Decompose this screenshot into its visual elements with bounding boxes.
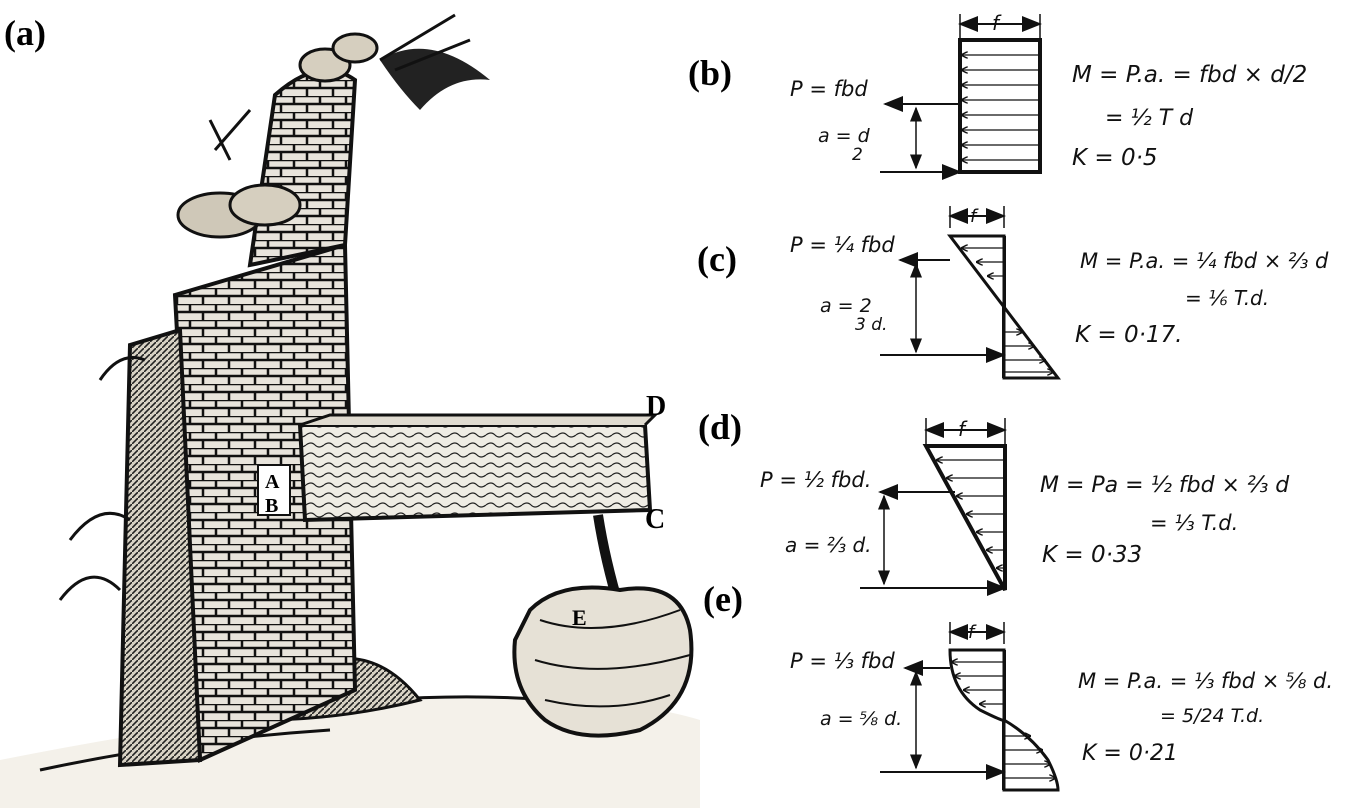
moment-eq2-c: = ⅙ T.d.	[1185, 286, 1269, 310]
plant-leaf	[380, 48, 490, 110]
stone-pillar	[117, 327, 203, 768]
moment-eq2-e: = 5/24 T.d.	[1160, 705, 1264, 727]
k-value-e: K = 0·21	[1082, 741, 1178, 766]
wall-upper	[247, 68, 358, 268]
stress-block-b	[958, 38, 1042, 174]
moment-eq-c: M = P.a. = ¼ fbd × ⅔ d	[1080, 249, 1329, 273]
diagram-d: f P = ½ fbd. a = ⅔ d. M = Pa = ½ fbd × ⅔…	[760, 417, 1290, 596]
tension-triangle-c	[1002, 302, 1062, 380]
stress-arrows-e	[952, 662, 1055, 778]
p-label-c: P = ¼ fbd	[790, 233, 895, 257]
ground	[0, 697, 700, 808]
moment-eq-d: M = Pa = ½ fbd × ⅔ d	[1040, 473, 1290, 498]
f-label-c: f	[970, 206, 979, 227]
plant-stems	[208, 13, 471, 161]
moment-eq2-b: = ½ T d	[1105, 106, 1194, 131]
a-label-c: a = 2	[820, 295, 872, 317]
stress-arrows-d	[937, 460, 1005, 568]
p-label-e: P = ⅓ fbd	[790, 649, 895, 673]
f-label-e: f	[968, 622, 977, 643]
k-value-b: K = 0·5	[1072, 145, 1158, 171]
a-label-e: a = ⅝ d.	[820, 708, 902, 730]
tension-curve-e	[1002, 717, 1060, 792]
beam-top-face	[299, 413, 659, 427]
moment-eq2-d: = ⅓ T.d.	[1150, 511, 1238, 535]
stress-arrows-b	[962, 55, 1040, 160]
panel-label-d: (d)	[698, 407, 742, 447]
sack-folds	[534, 609, 691, 708]
a-label-b: a = d	[818, 125, 871, 147]
letter-c: C	[645, 504, 665, 535]
panel-label-a: (a)	[4, 13, 46, 53]
a-denominator-b: 2	[852, 145, 863, 165]
k-value-c: K = 0·17.	[1075, 322, 1183, 348]
a-denominator-c: 3 d.	[855, 315, 887, 335]
compression-curve-e	[948, 648, 1006, 722]
diagram-c: f P = ¼ fbd a = 2 3 d. M = P.a. = ¼ fbd …	[790, 206, 1329, 380]
moment-eq-b: M = P.a. = fbd × d/2	[1072, 62, 1307, 88]
p-label-b: P = fbd	[790, 77, 868, 101]
diagram-b: f P = fbd a = d 2 M = P.a. = fbd × d/2 =…	[790, 11, 1307, 180]
moment-eq-e: M = P.a. = ⅓ fbd × ⅝ d.	[1078, 669, 1333, 693]
a-label-d: a = ⅔ d.	[785, 533, 872, 557]
ab-plate	[257, 464, 291, 516]
f-label-d: f	[958, 417, 968, 441]
letter-d: D	[646, 391, 666, 422]
diagram-e: f P = ⅓ fbd a = ⅝ d. M = P.a. = ⅓ fbd × …	[790, 622, 1333, 792]
panel-label-c: (c)	[697, 239, 737, 279]
cantilever-beam	[297, 423, 653, 523]
woodcut-illustration: A B D C E	[0, 13, 700, 808]
letter-a: A	[265, 471, 280, 493]
f-label-b: f	[992, 11, 1002, 35]
letter-e: E	[572, 605, 587, 630]
top-stone	[331, 32, 379, 64]
plant-stems	[58, 356, 146, 601]
compression-triangle-d	[922, 444, 1007, 591]
top-stone	[228, 183, 302, 227]
p-label-d: P = ½ fbd.	[760, 468, 871, 492]
panel-label-e: (e)	[703, 579, 743, 619]
panel-label-b: (b)	[688, 53, 732, 93]
k-value-d: K = 0·33	[1042, 542, 1142, 568]
stress-arrows-c	[962, 248, 1053, 372]
compression-triangle-c	[946, 234, 1006, 312]
letter-b: B	[265, 495, 278, 517]
